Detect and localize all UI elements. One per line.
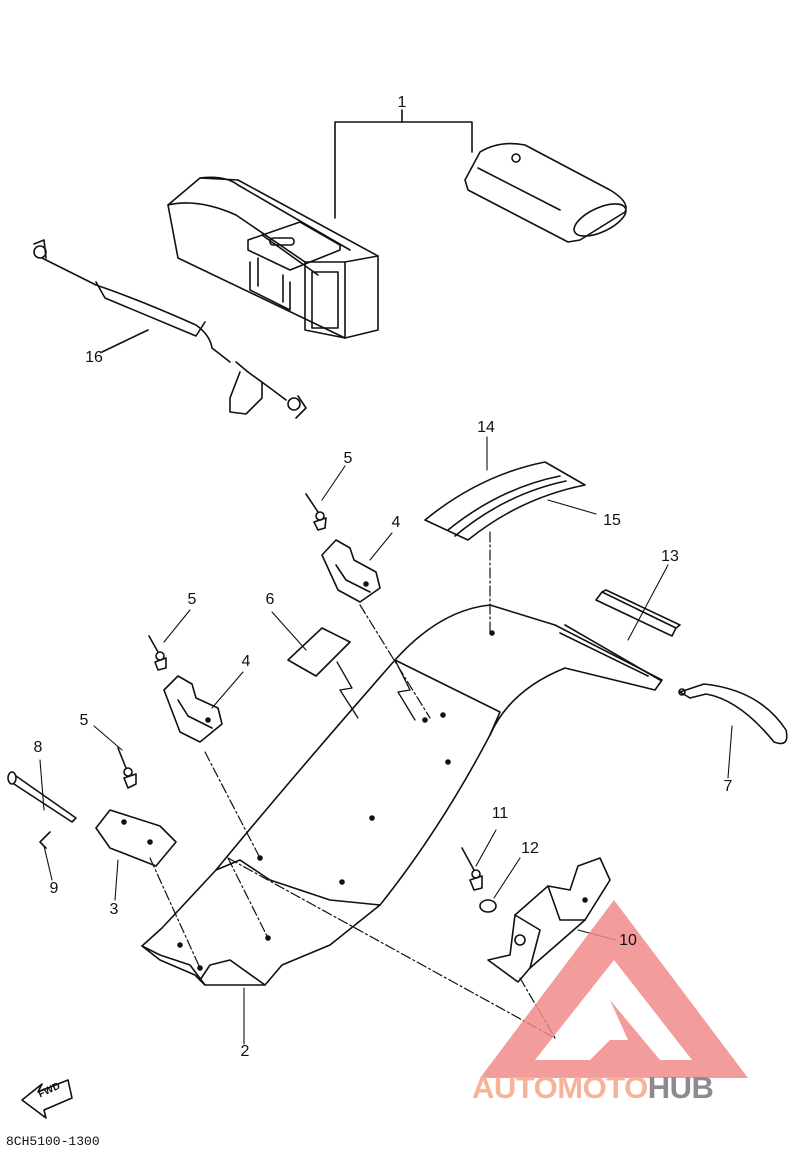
bracket-4-lower: [163, 675, 223, 743]
rear-fender-drawing: [141, 604, 663, 986]
callout-12: 12: [521, 840, 539, 857]
callout-1-bracket: [334, 109, 473, 219]
label-6-drawing: [287, 627, 351, 677]
tool-pouch-drawing: [464, 142, 627, 243]
diagram-code: 8CH5100-1300: [6, 1134, 100, 1149]
watermark-text-part2: HUB: [647, 1070, 714, 1105]
callout-4-upper: 4: [391, 514, 401, 531]
break-lines: [336, 659, 416, 721]
callout-leaders: [39, 436, 733, 1045]
screw-5-upper: [305, 493, 327, 531]
seat-lock-cable-drawing: [33, 239, 307, 419]
screw-5-middle: [148, 635, 167, 671]
screw-5-lower: [117, 747, 137, 789]
watermark-logo: [480, 900, 748, 1078]
callout-8: 8: [33, 739, 43, 756]
callout-7: 7: [723, 778, 733, 795]
bracket-10-drawing: [487, 857, 611, 983]
callout-3: 3: [109, 901, 119, 918]
callout-1: 1: [397, 94, 407, 111]
callout-5-lower: 5: [79, 712, 89, 729]
plate-3-drawing: [95, 809, 177, 867]
fwd-arrow-icon: [21, 1079, 73, 1119]
hook-7-drawing: [679, 683, 788, 745]
assembly-leaders: [149, 531, 556, 1039]
callout-10: 10: [619, 932, 637, 949]
callout-4-lower: 4: [241, 653, 251, 670]
callout-16: 16: [85, 349, 103, 366]
callout-6: 6: [265, 591, 275, 608]
callout-2: 2: [240, 1043, 250, 1060]
screw-11-drawing: [461, 847, 483, 891]
callout-15: 15: [603, 512, 621, 529]
nut-12-drawing: [479, 899, 497, 913]
callout-5-middle: 5: [187, 591, 197, 608]
callout-13: 13: [661, 548, 679, 565]
damper-13-drawing: [595, 589, 681, 637]
callout-11: 11: [491, 805, 509, 822]
watermark-text-part1: AUTOMOTO: [472, 1070, 648, 1105]
pad-14-15-drawing: [424, 461, 586, 541]
callout-5-upper: 5: [343, 450, 353, 467]
pin-9-drawing: [39, 831, 51, 849]
watermark-text: AUTOMOTOHUB: [472, 1070, 714, 1106]
callout-9: 9: [49, 880, 59, 897]
callout-14: 14: [477, 419, 495, 436]
bracket-4-upper: [321, 539, 381, 603]
tool-case-drawing: [167, 176, 379, 339]
